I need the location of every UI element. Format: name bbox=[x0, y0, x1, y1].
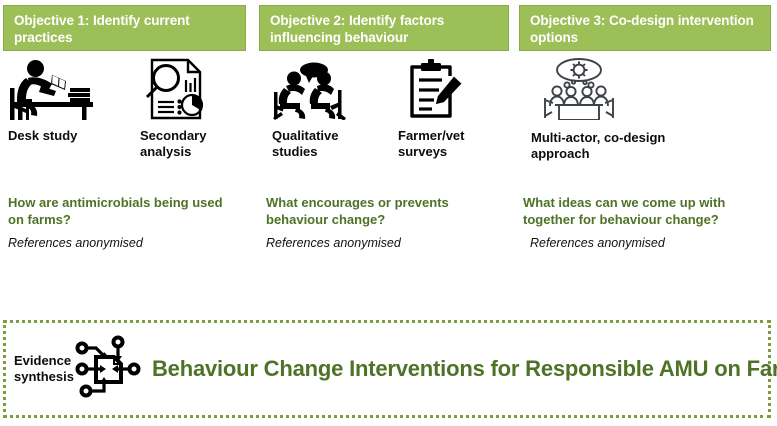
multi-actor-codesign-icon bbox=[523, 58, 625, 120]
objective-header-1: Objective 1: Identify current practices bbox=[3, 5, 246, 51]
objective-column-1: Desk study bbox=[0, 58, 250, 160]
method-multi-actor-codesign: Multi-actor, co-design approach bbox=[523, 58, 773, 162]
methods-row-1: Desk study bbox=[0, 58, 250, 160]
objective-references-2: References anonymised bbox=[266, 236, 401, 250]
evidence-synthesis-banner: Evidence synthesis bbox=[3, 320, 777, 418]
objective-question-2: What encourages or prevents behaviour ch… bbox=[266, 195, 449, 227]
method-label-secondary-analysis: Secondary analysis bbox=[140, 128, 207, 159]
method-label-multi-actor-codesign: Multi-actor, co-design approach bbox=[531, 130, 666, 161]
objective-question-3: What ideas can we come up with together … bbox=[523, 195, 726, 227]
objective-references-1: References anonymised bbox=[8, 236, 143, 250]
objective-header-3: Objective 3: Co-design intervention opti… bbox=[519, 5, 771, 51]
objective-column-3: Multi-actor, co-design approach bbox=[515, 58, 777, 162]
objective-header-2: Objective 2: Identify factors influencin… bbox=[259, 5, 509, 51]
desk-study-icon bbox=[8, 58, 94, 120]
farmer-vet-surveys-icon bbox=[386, 58, 466, 120]
secondary-analysis-icon bbox=[126, 58, 212, 120]
objective-references-3: References anonymised bbox=[530, 236, 665, 250]
evidence-synthesis-icon bbox=[74, 335, 142, 403]
qualitative-studies-icon bbox=[266, 58, 358, 120]
banner-content: Evidence synthesis bbox=[6, 323, 777, 415]
objective-column-2: Qualitative studies bbox=[258, 58, 510, 160]
evidence-synthesis-label: Evidence synthesis bbox=[14, 353, 74, 384]
methods-row-2: Qualitative studies bbox=[258, 58, 510, 160]
method-label-qualitative-studies: Qualitative studies bbox=[272, 128, 339, 159]
method-desk-study: Desk study bbox=[8, 58, 126, 144]
method-label-desk-study: Desk study bbox=[8, 128, 78, 143]
method-qualitative-studies: Qualitative studies bbox=[266, 58, 386, 160]
method-secondary-analysis: Secondary analysis bbox=[126, 58, 246, 160]
methods-row-3: Multi-actor, co-design approach bbox=[515, 58, 777, 162]
method-farmer-vet-surveys: Farmer/vet surveys bbox=[386, 58, 506, 160]
objective-question-1: How are antimicrobials being used on far… bbox=[8, 195, 223, 227]
method-label-farmer-vet-surveys: Farmer/vet surveys bbox=[398, 128, 465, 159]
banner-title: Behaviour Change Interventions for Respo… bbox=[151, 356, 777, 381]
